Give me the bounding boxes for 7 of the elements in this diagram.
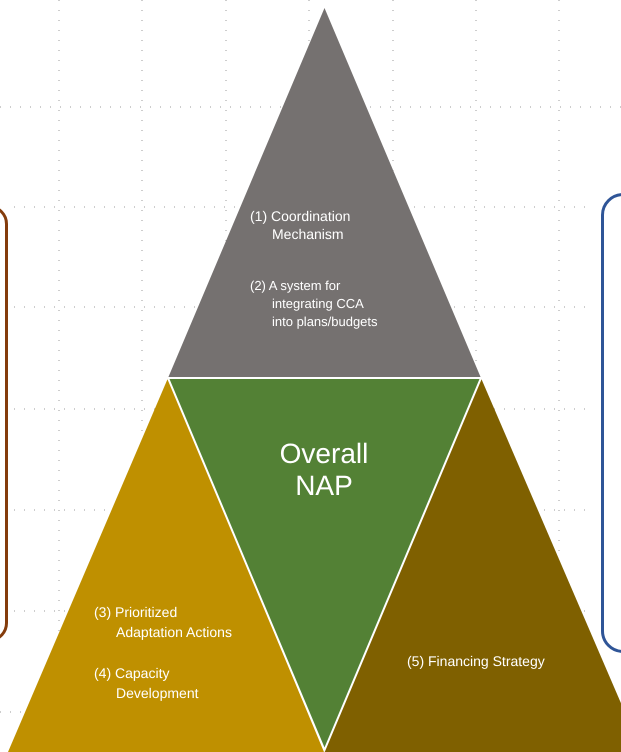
triangle-label: (3) Prioritized Adaptation Actions — [94, 603, 233, 642]
triangle-label: (4) Capacity Development — [94, 664, 200, 703]
triangle-label: (1) Coordination Mechanism — [250, 207, 352, 243]
triangle-label: Overall NAP — [278, 438, 370, 502]
triangle-label: (5) Financing Strategy — [407, 652, 546, 671]
coordination-triangle — [168, 8, 481, 378]
triangle-label: (2) A system for integrating CCA into plans/budgets — [250, 277, 378, 331]
